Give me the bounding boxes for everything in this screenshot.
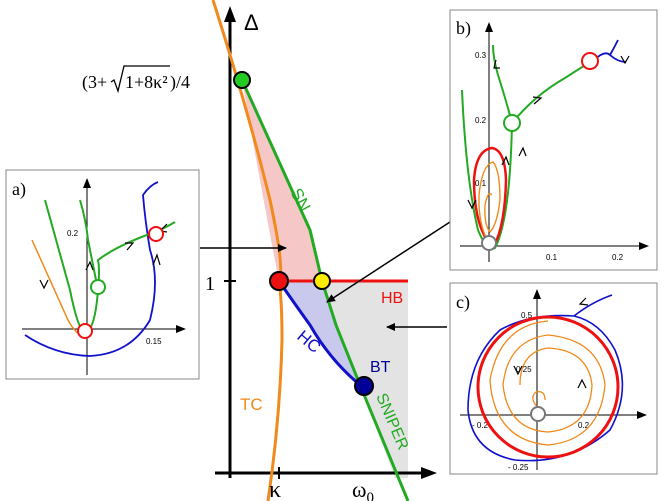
- tc-label: TC: [240, 395, 263, 414]
- arrow-from-inset-b: [326, 221, 451, 303]
- svg-text:0.15: 0.15: [146, 337, 162, 346]
- inset-b-label: b): [456, 18, 471, 39]
- inset-a-label: a): [12, 179, 26, 200]
- svg-text:0.2: 0.2: [578, 421, 590, 430]
- svg-text:0.5: 0.5: [521, 311, 533, 320]
- sn-curve: [240, 79, 410, 501]
- svg-text:0.3: 0.3: [475, 51, 487, 60]
- y-axis-label: Δ: [244, 10, 259, 35]
- sn-tc-point: [233, 71, 251, 89]
- svg-text:- 0.25: - 0.25: [508, 463, 529, 472]
- inset-b: b) 0.3 0.2 0.1 0.1 0.2: [449, 9, 658, 271]
- inset-a: a) 0.2 0.15: [5, 169, 200, 380]
- svg-text:0.2: 0.2: [67, 229, 79, 238]
- hc-curve: [277, 280, 361, 387]
- main-panel: Δ 1 κ ω0 (3+ 1+8κ² )/4 SN HB HC BT TC SN…: [82, 0, 437, 501]
- bt-point: [354, 376, 374, 396]
- red-point: [269, 271, 289, 291]
- inset-c: c) 0.5 0.25 - 0.25 - 0.2 0.2: [449, 282, 658, 475]
- sn-tc-formula: (3+ 1+8κ² )/4: [82, 65, 190, 94]
- pink-region: [242, 80, 322, 281]
- blue-region: [279, 281, 360, 385]
- svg-text:- 0.2: - 0.2: [472, 421, 489, 430]
- inset-c-label: c): [456, 292, 470, 313]
- kappa-label: κ: [269, 477, 281, 501]
- svg-text:(3+: (3+: [82, 72, 107, 93]
- svg-text:0.1: 0.1: [546, 253, 558, 262]
- hb-label: HB: [381, 290, 403, 307]
- svg-text:0.25: 0.25: [516, 365, 532, 374]
- yellow-point: [313, 272, 331, 290]
- svg-text:0.2: 0.2: [612, 253, 624, 262]
- x-axis-label: ω0: [352, 477, 374, 501]
- svg-text:0.2: 0.2: [475, 116, 487, 125]
- svg-text:)/4: )/4: [170, 72, 190, 93]
- svg-text:1+8κ²: 1+8κ²: [125, 72, 168, 92]
- bt-label: BT: [370, 359, 391, 376]
- one-label: 1: [205, 273, 215, 295]
